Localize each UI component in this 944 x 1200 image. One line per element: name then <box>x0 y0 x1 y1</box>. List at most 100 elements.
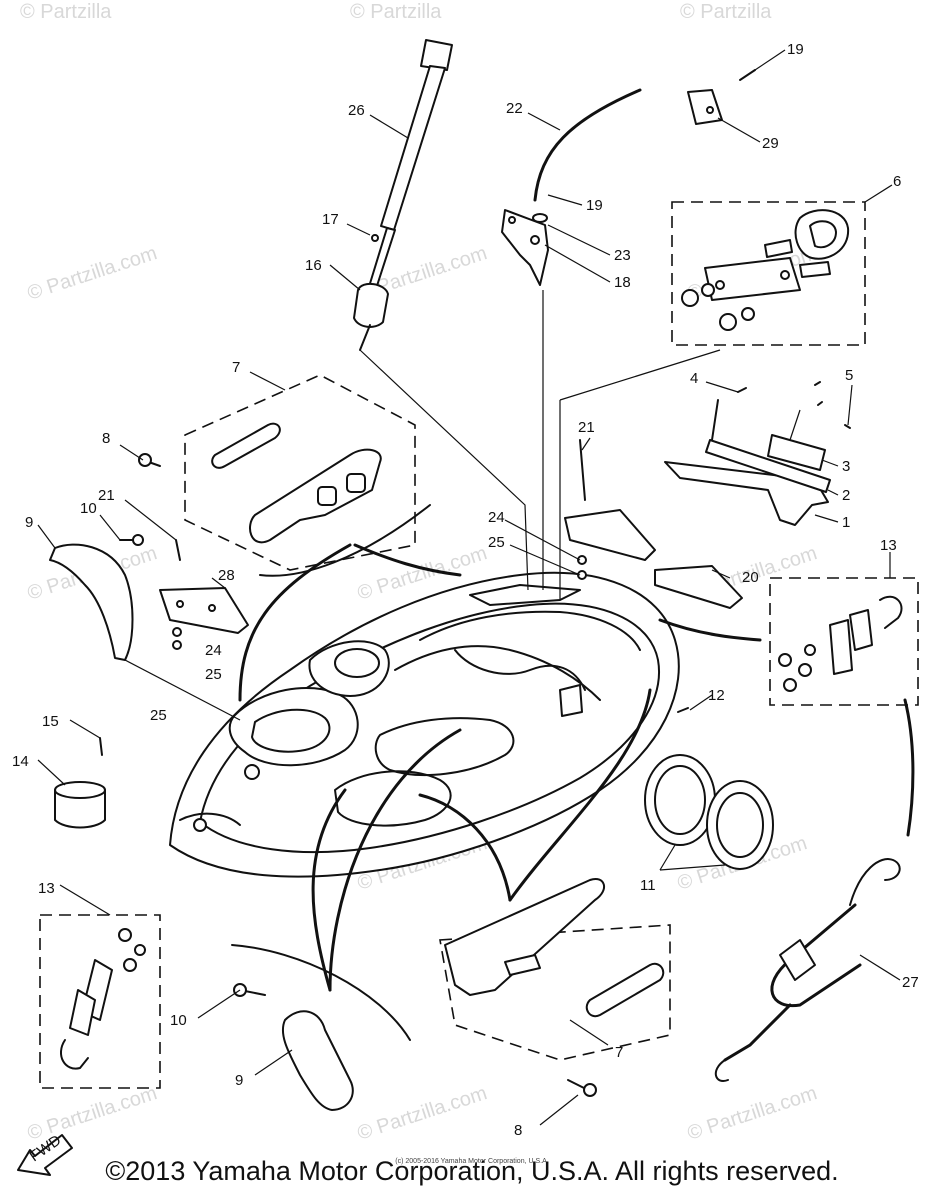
leader-21a <box>124 499 177 541</box>
bolt-part-21-left <box>175 539 181 561</box>
leader-18 <box>544 244 611 283</box>
leader-27 <box>859 954 901 981</box>
arrow-path <box>311 788 347 992</box>
part-7-bottom-handle <box>444 878 665 1097</box>
callout-3: 3 <box>842 458 850 475</box>
plate <box>849 609 873 651</box>
leader-12 <box>689 694 713 711</box>
clip-hole <box>706 106 714 114</box>
cap-top <box>54 781 106 799</box>
nut-part-24-right <box>577 555 587 565</box>
bracket-part-18 <box>501 209 549 286</box>
leader-4 <box>705 381 739 393</box>
screw-part-19-top <box>739 69 756 81</box>
leader-9a <box>37 524 56 549</box>
rail-part-2 <box>705 439 831 493</box>
strap-hook-top <box>849 858 901 906</box>
leader-24b <box>504 519 581 561</box>
leader-13b <box>59 884 111 916</box>
callout-19b: 19 <box>586 197 603 214</box>
plate <box>829 619 853 675</box>
callout-28: 28 <box>218 567 235 584</box>
washer <box>804 644 816 656</box>
group-box-7-top <box>184 374 416 571</box>
callout-2: 2 <box>842 487 850 504</box>
callout-leaders <box>37 49 901 1126</box>
part-9-bumper-bottom <box>231 944 411 1111</box>
handle-slot <box>317 486 337 506</box>
callout-8a: 8 <box>102 430 110 447</box>
bracket-part-20-a <box>564 509 656 561</box>
leader-9b <box>254 1049 293 1076</box>
handle-body <box>249 448 382 544</box>
bracket-part-20-b <box>654 565 743 609</box>
part-13-right <box>778 595 903 692</box>
deck-body <box>169 571 680 878</box>
arrow-path <box>238 543 352 702</box>
part-26-tow-pole <box>353 39 529 591</box>
callout-13b: 13 <box>38 880 55 897</box>
part-20-brackets <box>564 439 743 609</box>
leader-15 <box>69 719 101 739</box>
leader-16-to-deck <box>359 324 371 351</box>
nut <box>783 678 797 692</box>
screw-part-12 <box>677 707 689 713</box>
screw-part-4 <box>737 387 747 393</box>
callout-9b: 9 <box>235 1072 243 1089</box>
deck-bow-line <box>179 812 241 826</box>
leader-6 <box>864 184 893 203</box>
washer <box>741 307 755 321</box>
cleat-plate-hole <box>780 270 790 280</box>
leader-8a <box>119 444 144 461</box>
leader-11b <box>659 864 726 871</box>
watermark-text: © Partzilla <box>20 1 112 23</box>
bracket-hole <box>530 235 540 245</box>
callout-23: 23 <box>614 247 631 264</box>
nut <box>123 958 137 972</box>
watermark-text: © Partzilla.com <box>355 1082 490 1145</box>
screw-part-15 <box>99 737 103 756</box>
screw-head <box>138 453 152 467</box>
handle-pad-strip <box>211 422 281 469</box>
arrow-path <box>328 728 462 992</box>
clip-part-29 <box>687 89 723 125</box>
leader-7a <box>249 371 286 391</box>
leader-16 <box>329 264 361 291</box>
callout-labels: 26 17 16 22 19 23 18 19 29 6 4 5 3 2 1 7… <box>12 41 919 1139</box>
callout-21a: 21 <box>98 487 115 504</box>
leader-25b <box>509 544 581 576</box>
callout-20: 20 <box>742 569 759 586</box>
nut-part-25-right <box>577 570 587 580</box>
leader-7b <box>569 1019 609 1046</box>
deck-seat-contour-2 <box>454 649 586 691</box>
handle-outline <box>259 504 431 577</box>
bolt-part-21-right <box>579 439 586 501</box>
strap-band-lower <box>723 1003 792 1062</box>
leader-29 <box>717 117 761 143</box>
deck-footwell <box>374 717 515 776</box>
callout-29: 29 <box>762 135 779 152</box>
watermark-text: © Partzilla.com <box>25 242 160 305</box>
small-copyright: (c) 2005-2016 Yamaha Motor Corporation, … <box>395 1158 549 1165</box>
callout-18: 18 <box>614 274 631 291</box>
copyright-footer: ©2013 Yamaha Motor Corporation, U.S.A. A… <box>105 1156 839 1186</box>
callout-24a: 24 <box>205 642 222 659</box>
bumper-bottom-outline <box>231 944 411 1041</box>
leader-rail-to-deck <box>559 349 721 401</box>
part-11-hatch-rings <box>644 707 774 870</box>
group-box-13-right <box>769 577 919 706</box>
group-box-7-bottom <box>439 924 671 1061</box>
nut <box>778 653 792 667</box>
callout-1: 1 <box>842 514 850 531</box>
callout-11: 11 <box>640 877 656 894</box>
rail-part-3-leader <box>711 399 719 441</box>
nut <box>719 313 737 331</box>
callout-9a: 9 <box>25 514 33 531</box>
nut <box>798 663 812 677</box>
part-7-top-handle <box>138 422 431 577</box>
callout-19a: 19 <box>787 41 804 58</box>
grommet-part-16 <box>353 282 389 328</box>
deck-footwell-2 <box>334 770 452 827</box>
part-1-5-rear-rail <box>559 349 851 600</box>
